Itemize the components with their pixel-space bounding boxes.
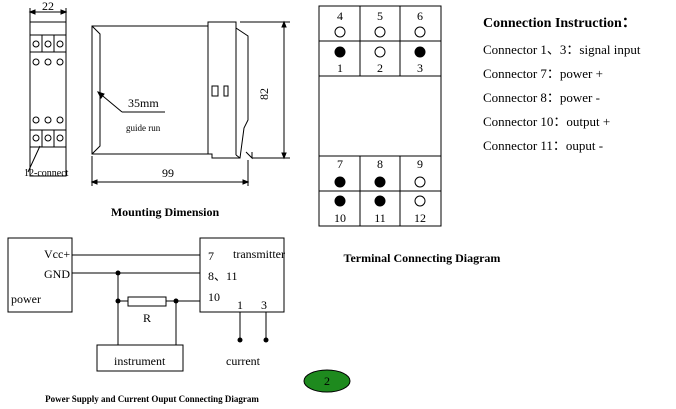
wiring-caption: Power Supply and Current Ouput Connectin…	[45, 394, 259, 404]
terminal-10-number: 10	[334, 211, 346, 225]
pin-1-label: 1	[237, 298, 243, 312]
dimension-99	[90, 156, 250, 186]
terminal-10-contact	[334, 195, 346, 207]
terminal-1-number: 1	[337, 61, 343, 75]
terminal-5-contact	[374, 26, 386, 38]
resistor-label: R	[143, 311, 151, 325]
pin-7-label: 7	[208, 249, 214, 263]
rail-leader	[97, 91, 165, 113]
terminal-2-contact	[374, 46, 386, 58]
terminal-8-contact	[374, 176, 386, 188]
terminal-4-number: 4	[337, 9, 343, 23]
pin-8-11-label: 8、11	[208, 269, 238, 283]
terminal-4-contact	[334, 26, 346, 38]
terminal-7-number: 7	[337, 157, 343, 171]
terminal-5-number: 5	[377, 9, 383, 23]
pin-3-label: 3	[261, 298, 267, 312]
pin-10-label: 10	[208, 290, 220, 304]
page-badge	[303, 369, 351, 393]
instruction-line: Connector 8：power -	[483, 90, 600, 105]
connect-leader	[27, 145, 41, 173]
power-label: power	[11, 292, 41, 306]
terminal-caption: Terminal Connecting Diagram	[344, 251, 501, 265]
terminal-9-contact	[414, 176, 426, 188]
transmitter-box	[199, 237, 285, 313]
terminal-2-number: 2	[377, 61, 383, 75]
terminal-block	[318, 5, 442, 227]
wiring-junctions	[115, 270, 269, 343]
instruction-line: Connector 7：power +	[483, 66, 603, 81]
dim-height-label: 82	[257, 88, 271, 100]
instruction-line: Connector 11：ouput -	[483, 138, 604, 153]
terminal-6-contact	[414, 26, 426, 38]
terminal-12-number: 12	[414, 211, 426, 225]
connection-instructions: Connection Instruction： Connector 1、3：si…	[483, 12, 673, 158]
terminal-11-contact	[374, 195, 386, 207]
page-number: 2	[324, 374, 330, 388]
dimension-82	[240, 20, 290, 160]
vcc-label: Vcc+	[44, 247, 70, 261]
rail-label: 35mm	[128, 96, 159, 110]
mounting-side-view	[91, 21, 253, 160]
terminal-3-contact	[414, 46, 426, 58]
terminal-6-number: 6	[417, 9, 423, 23]
mounting-front-view	[29, 21, 67, 177]
instructions-title: Connection Instruction：	[483, 16, 636, 31]
current-label: current	[226, 354, 261, 368]
dim-width-label: 22	[42, 0, 54, 13]
terminal-11-number: 11	[374, 211, 386, 225]
power-box	[7, 237, 73, 313]
instrument-label: instrument	[114, 354, 166, 368]
gnd-label: GND	[44, 267, 70, 281]
wiring-lines	[7, 237, 285, 372]
terminal-7-contact	[334, 176, 346, 188]
mounting-caption: Mounting Dimension	[111, 205, 220, 219]
dim-depth-label: 99	[162, 166, 174, 180]
terminal-12-contact	[414, 195, 426, 207]
terminal-3-number: 3	[417, 61, 423, 75]
terminal-1-contact	[334, 46, 346, 58]
instruction-line: Connector 1、3：signal input	[483, 42, 641, 57]
rail-sub-label: guide run	[126, 123, 161, 133]
transmitter-label: transmitter	[233, 247, 285, 261]
instrument-box	[96, 344, 184, 372]
dimension-22	[28, 8, 68, 22]
instruction-line: Connector 10：output +	[483, 114, 611, 129]
terminal-8-number: 8	[377, 157, 383, 171]
connect-label: 12-connect	[24, 168, 69, 179]
resistor	[127, 296, 167, 307]
terminal-9-number: 9	[417, 157, 423, 171]
